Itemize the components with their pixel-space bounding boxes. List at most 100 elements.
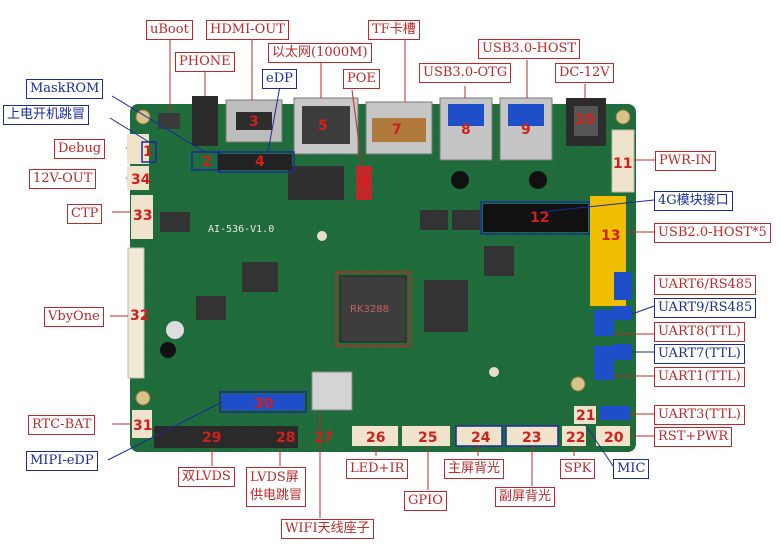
rst-pwr-connector — [596, 426, 630, 446]
label-hdmi-out: HDMI-OUT — [206, 20, 289, 40]
uart3-header — [600, 406, 630, 420]
marker-25: 25 — [418, 430, 437, 446]
label-tf-slot: TF卡槽 — [368, 20, 420, 40]
boot-button — [158, 113, 180, 129]
mic-connector — [574, 406, 596, 424]
spk-connector — [562, 426, 586, 446]
label-pwr-in: PWR-IN — [655, 151, 716, 171]
board-model: AI-536-V1.0 — [208, 224, 274, 235]
label-uart6: UART6/RS485 — [654, 275, 757, 295]
label-uart9: UART9/RS485 — [654, 298, 757, 318]
marker-5: 5 — [318, 118, 328, 134]
label-rtc-bat: RTC-BAT — [28, 415, 96, 435]
marker-29: 29 — [202, 430, 221, 446]
marker-8: 8 — [461, 122, 471, 138]
label-gpio: GPIO — [404, 491, 447, 511]
mount-hole — [135, 390, 151, 406]
label-wifi-antenna: WIFI天线座子 — [281, 519, 374, 539]
marker-12: 12 — [530, 210, 549, 226]
label-uart8: UART8(TTL) — [654, 322, 745, 342]
label-ethernet: 以太网(1000M) — [268, 43, 372, 63]
label-lvds-power-jumper: LVDS屏 供电跳冒 — [246, 467, 307, 507]
sub-backlight-connector — [506, 426, 558, 446]
marker-9: 9 — [521, 122, 531, 138]
label-uart3: UART3(TTL) — [654, 405, 745, 425]
uart9-header — [612, 306, 632, 320]
label-spk: SPK — [560, 459, 596, 479]
label-rst-pwr: RST+PWR — [654, 427, 733, 447]
label-uart1: UART1(TTL) — [654, 367, 745, 387]
label-4g-module: 4G模块接口 — [654, 191, 733, 211]
marker-33: 33 — [133, 208, 152, 224]
uart7-header — [612, 344, 632, 360]
led-ir-connector — [352, 426, 398, 446]
vbyone-connector — [127, 247, 145, 379]
marker-4: 4 — [255, 154, 265, 170]
marker-13: 13 — [601, 228, 620, 244]
dual-lvds-header — [154, 426, 270, 448]
mount-hole — [615, 109, 631, 125]
marker-32: 32 — [130, 308, 149, 324]
marker-24: 24 — [471, 430, 491, 446]
marker-20: 20 — [604, 430, 624, 446]
marker-26: 26 — [366, 430, 385, 446]
label-mic: MIC — [613, 459, 650, 479]
label-uboot: uBoot — [146, 20, 193, 40]
pwr-in-connector — [611, 129, 635, 193]
soc-chip — [339, 275, 407, 343]
label-sub-backlight: 副屏背光 — [495, 487, 556, 507]
label-dc12v: DC-12V — [555, 63, 614, 83]
gpio-connector — [402, 426, 450, 446]
marker-31: 31 — [133, 418, 152, 434]
label-vbyone: VbyOne — [44, 307, 104, 327]
label-ctp: CTP — [67, 204, 103, 224]
main-backlight-connector — [456, 426, 502, 446]
poe-connector — [356, 166, 372, 200]
marker-22: 22 — [566, 430, 585, 446]
label-usb3-otg: USB3.0-OTG — [419, 63, 512, 83]
phone-jack — [192, 96, 218, 146]
label-mipi-edp: MIPI-eDP — [26, 451, 98, 471]
soc-highlight — [335, 271, 411, 347]
12v-out-header — [127, 166, 149, 190]
label-debug: Debug — [54, 139, 106, 159]
label-dual-lvds: 双LVDS — [178, 467, 235, 487]
rtc-battery-connector — [132, 410, 152, 438]
marker-6: 6 — [359, 174, 369, 190]
marker-11: 11 — [613, 156, 632, 172]
label-uart7: UART7(TTL) — [654, 344, 745, 364]
marker-34: 34 — [131, 172, 151, 188]
mipi-edp-header — [222, 394, 304, 410]
memory-chip — [424, 280, 468, 332]
label-poe: POE — [343, 69, 380, 89]
marker-30: 30 — [254, 396, 274, 412]
lvds-power-jumper — [270, 426, 298, 448]
marker-2: 2 — [202, 154, 212, 170]
marker-10: 10 — [575, 112, 595, 128]
label-phone: PHONE — [175, 52, 235, 72]
label-usb3-host: USB3.0-HOST — [478, 39, 581, 59]
uart8-header — [594, 310, 614, 336]
label-maskrom: MaskROM — [26, 79, 104, 99]
marker-23: 23 — [522, 430, 541, 446]
ctp-connector — [131, 195, 153, 239]
mount-hole — [135, 109, 151, 125]
wifi-module — [311, 371, 353, 411]
marker-7: 7 — [392, 122, 402, 138]
label-edp: eDP — [262, 69, 297, 89]
uart6-header — [614, 272, 632, 300]
label-12v-out: 12V-OUT — [29, 169, 97, 189]
marker-1: 1 — [143, 144, 153, 160]
marker-27: 27 — [314, 430, 333, 446]
label-main-backlight: 主屏背光 — [444, 459, 505, 479]
soc-mark: RK3288 — [350, 304, 389, 315]
label-power-on-jumper: 上电开机跳冒 — [3, 105, 90, 125]
label-led-ir: LED+IR — [346, 459, 409, 479]
marker-28: 28 — [276, 430, 295, 446]
marker-21: 21 — [576, 408, 595, 424]
mount-hole — [570, 376, 586, 392]
uart1-header — [594, 346, 614, 380]
label-usb2-host: USB2.0-HOST*5 — [654, 223, 771, 243]
marker-3: 3 — [249, 114, 259, 130]
